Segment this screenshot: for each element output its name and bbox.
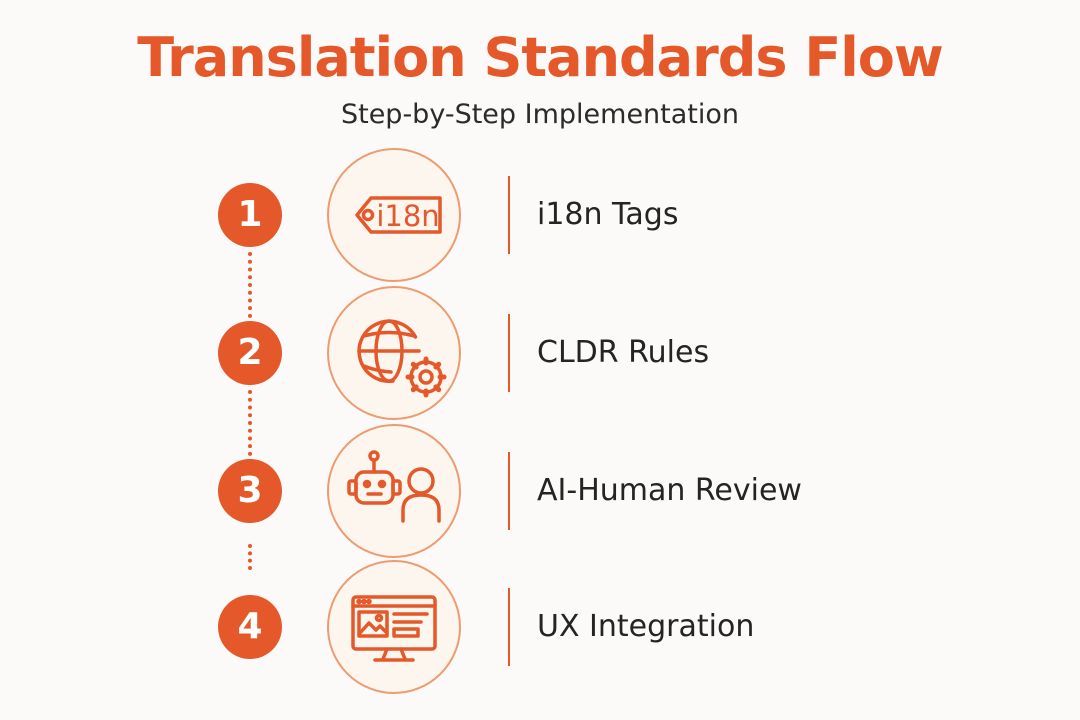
connector-3-4 (248, 544, 256, 570)
i18n-tag-icon: i18n (327, 148, 461, 282)
divider (508, 588, 510, 666)
divider (508, 314, 510, 392)
i18n-icon-text: i18n (376, 199, 439, 233)
step-number-badge: 4 (218, 595, 282, 659)
step-label: CLDR Rules (537, 335, 710, 370)
divider (508, 452, 510, 530)
globe-gear-icon (327, 286, 461, 420)
step-label: UX Integration (537, 609, 755, 644)
step-number-badge: 2 (218, 321, 282, 385)
step-number-badge: 3 (218, 459, 282, 523)
page-title: Translation Standards Flow (137, 26, 943, 89)
monitor-ui-icon (327, 560, 461, 694)
page-subtitle: Step-by-Step Implementation (340, 99, 740, 130)
step-label: i18n Tags (537, 197, 679, 232)
connector-2-3 (248, 390, 256, 456)
step-number-badge: 1 (218, 183, 282, 247)
connector-1-2 (248, 252, 256, 318)
step-label: AI-Human Review (537, 473, 802, 508)
divider (508, 176, 510, 254)
robot-human-icon (327, 424, 461, 558)
